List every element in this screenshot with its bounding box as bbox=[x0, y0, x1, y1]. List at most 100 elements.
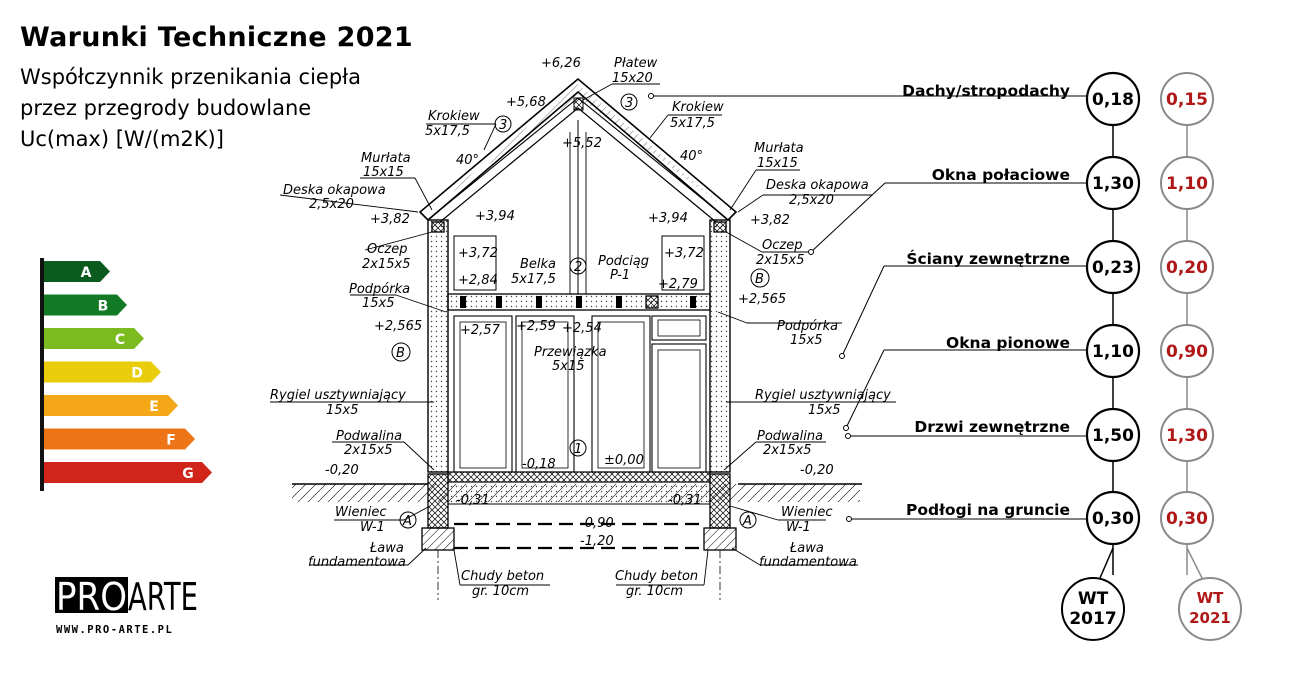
wt2017-value-circle bbox=[1085, 490, 1141, 546]
row-label: Podłogi na gruncie bbox=[906, 501, 1070, 519]
wt2017-footer-line2: 2017 bbox=[1069, 609, 1116, 629]
energy-class-b: B bbox=[44, 294, 127, 316]
murlata-right-size: 15x15 bbox=[757, 156, 798, 171]
podporka-left-size: 15x5 bbox=[362, 296, 395, 311]
elev-2-57: +2,57 bbox=[460, 323, 501, 338]
wt2021-value: 0,15 bbox=[1166, 90, 1208, 110]
elev-3-72-left: +3,72 bbox=[458, 246, 498, 261]
elev-minus-0-20-right: -0,20 bbox=[800, 463, 834, 478]
lawa-right-desc: fundamentowa bbox=[759, 555, 857, 570]
murlata-right-label: Murłata bbox=[754, 141, 804, 156]
wt2021-value-circle bbox=[1160, 324, 1214, 378]
elev-0-00: ±0,00 bbox=[604, 453, 644, 468]
chudy-beton-right-label: Chudy beton bbox=[615, 569, 698, 584]
energy-scale-axis bbox=[40, 258, 44, 491]
label-leaders bbox=[648, 93, 1088, 522]
podwalina-right-label: Podwalina bbox=[757, 429, 823, 444]
elev-2-79: +2,79 bbox=[658, 277, 698, 292]
wt2021-value-circle bbox=[1160, 491, 1214, 545]
wt2021-value: 0,90 bbox=[1166, 342, 1208, 362]
rygiel-left-size: 15x5 bbox=[326, 403, 359, 418]
elev-2-565-right: +2,565 bbox=[738, 292, 786, 307]
wt2021-footer-line1: WT bbox=[1197, 589, 1225, 607]
house-section-drawing bbox=[270, 77, 896, 600]
energy-class-label: F bbox=[166, 433, 176, 449]
oczep-left-label: Oczep bbox=[367, 242, 407, 257]
pro-arte-logo: PRO ARTE WWW.PRO-ARTE.PL bbox=[55, 575, 198, 636]
energy-class-label: B bbox=[98, 299, 109, 315]
wt2017-footer-line1: WT bbox=[1078, 589, 1109, 609]
callout-1: 1 bbox=[574, 442, 582, 457]
wieniec-left-label: Wieniec bbox=[335, 505, 386, 520]
energy-bar-b bbox=[44, 294, 127, 316]
energy-class-label: G bbox=[182, 466, 194, 482]
platew-label: Płatew bbox=[614, 56, 658, 71]
krokiew-right-size: 5x17,5 bbox=[670, 116, 715, 131]
subtitle-line-3: Uc(max) [W/(m2K)] bbox=[20, 127, 224, 151]
energy-bar-c bbox=[44, 328, 144, 349]
murlata-left-size: 15x15 bbox=[363, 165, 404, 180]
elev-2-59: +2,59 bbox=[516, 319, 556, 334]
elev-minus-0-90: -0,90 bbox=[580, 516, 614, 531]
wt2021-value: 1,30 bbox=[1166, 426, 1208, 446]
energy-class-f: F bbox=[44, 428, 195, 450]
callout-a-right: A bbox=[742, 514, 752, 529]
wt2017-value: 0,30 bbox=[1092, 509, 1134, 529]
row-label: Okna połaciowe bbox=[932, 166, 1070, 184]
krokiew-left-label: Krokiew bbox=[428, 109, 480, 124]
chudy-beton-right-thickness: gr. 10cm bbox=[626, 584, 683, 599]
wt2017-value-circle bbox=[1085, 239, 1141, 295]
oczep-left-size: 2x15x5 bbox=[362, 257, 410, 272]
belka-label: Belka bbox=[520, 257, 556, 272]
wt2021-value-circle bbox=[1160, 156, 1214, 210]
logo-pro: PRO bbox=[56, 575, 127, 619]
oczep-right-size: 2x15x5 bbox=[756, 253, 804, 268]
angle-right: 40° bbox=[680, 149, 703, 164]
wt2017-value: 0,23 bbox=[1092, 258, 1134, 278]
deska-right-label: Deska okapowa bbox=[766, 178, 869, 193]
subtitle-line-1: Współczynnik przenikania ciepła bbox=[20, 65, 362, 89]
wt2017-value: 0,18 bbox=[1092, 90, 1134, 110]
elev-3-94-right: +3,94 bbox=[648, 211, 688, 226]
przewiazka-label: Przewiązka bbox=[534, 345, 607, 360]
callout-a-left: A bbox=[402, 514, 412, 529]
lawa-right-label: Ława bbox=[789, 541, 824, 556]
energy-bar-e bbox=[44, 395, 178, 416]
elev-minus-0-20-left: -0,20 bbox=[325, 463, 359, 478]
podporka-right-size: 15x5 bbox=[790, 333, 823, 348]
elev-2-54: +2,54 bbox=[562, 321, 602, 336]
podwalina-left-label: Podwalina bbox=[336, 429, 402, 444]
przewiazka-size: 5x15 bbox=[552, 359, 585, 374]
energy-bar-g bbox=[44, 462, 212, 483]
callout-3-left: 3 bbox=[499, 118, 507, 133]
krokiew-right-label: Krokiew bbox=[672, 100, 724, 115]
elev-2-84: +2,84 bbox=[458, 273, 498, 288]
wieniec-right-size: W-1 bbox=[786, 520, 811, 535]
wt2021-footer-circle bbox=[1178, 577, 1242, 641]
lawa-left-label: Ława bbox=[369, 541, 404, 556]
wt2017-value-circle bbox=[1085, 155, 1141, 211]
elev-2-565-left: +2,565 bbox=[374, 319, 422, 334]
podciag-label: Podciąg bbox=[598, 254, 649, 269]
energy-class-d: D bbox=[44, 361, 161, 383]
wieniec-right-label: Wieniec bbox=[781, 505, 832, 520]
rygiel-left-label: Rygiel usztywniający bbox=[270, 388, 406, 403]
wt2017-value-circle bbox=[1085, 323, 1141, 379]
elev-minus-1-20: -1,20 bbox=[580, 534, 614, 549]
wt2021-value: 0,30 bbox=[1166, 509, 1208, 529]
wt2021-value-circle bbox=[1160, 240, 1214, 294]
wt2017-value: 1,50 bbox=[1092, 426, 1134, 446]
energy-class-label: C bbox=[115, 332, 125, 348]
elev-minus-0-31-left: -0,31 bbox=[456, 493, 490, 508]
angle-left: 40° bbox=[456, 153, 479, 168]
podwalina-left-size: 2x15x5 bbox=[344, 443, 392, 458]
rygiel-right-label: Rygiel usztywniający bbox=[755, 388, 891, 403]
row-label: Okna pionowe bbox=[946, 334, 1070, 352]
podciag-size: P-1 bbox=[610, 268, 630, 283]
